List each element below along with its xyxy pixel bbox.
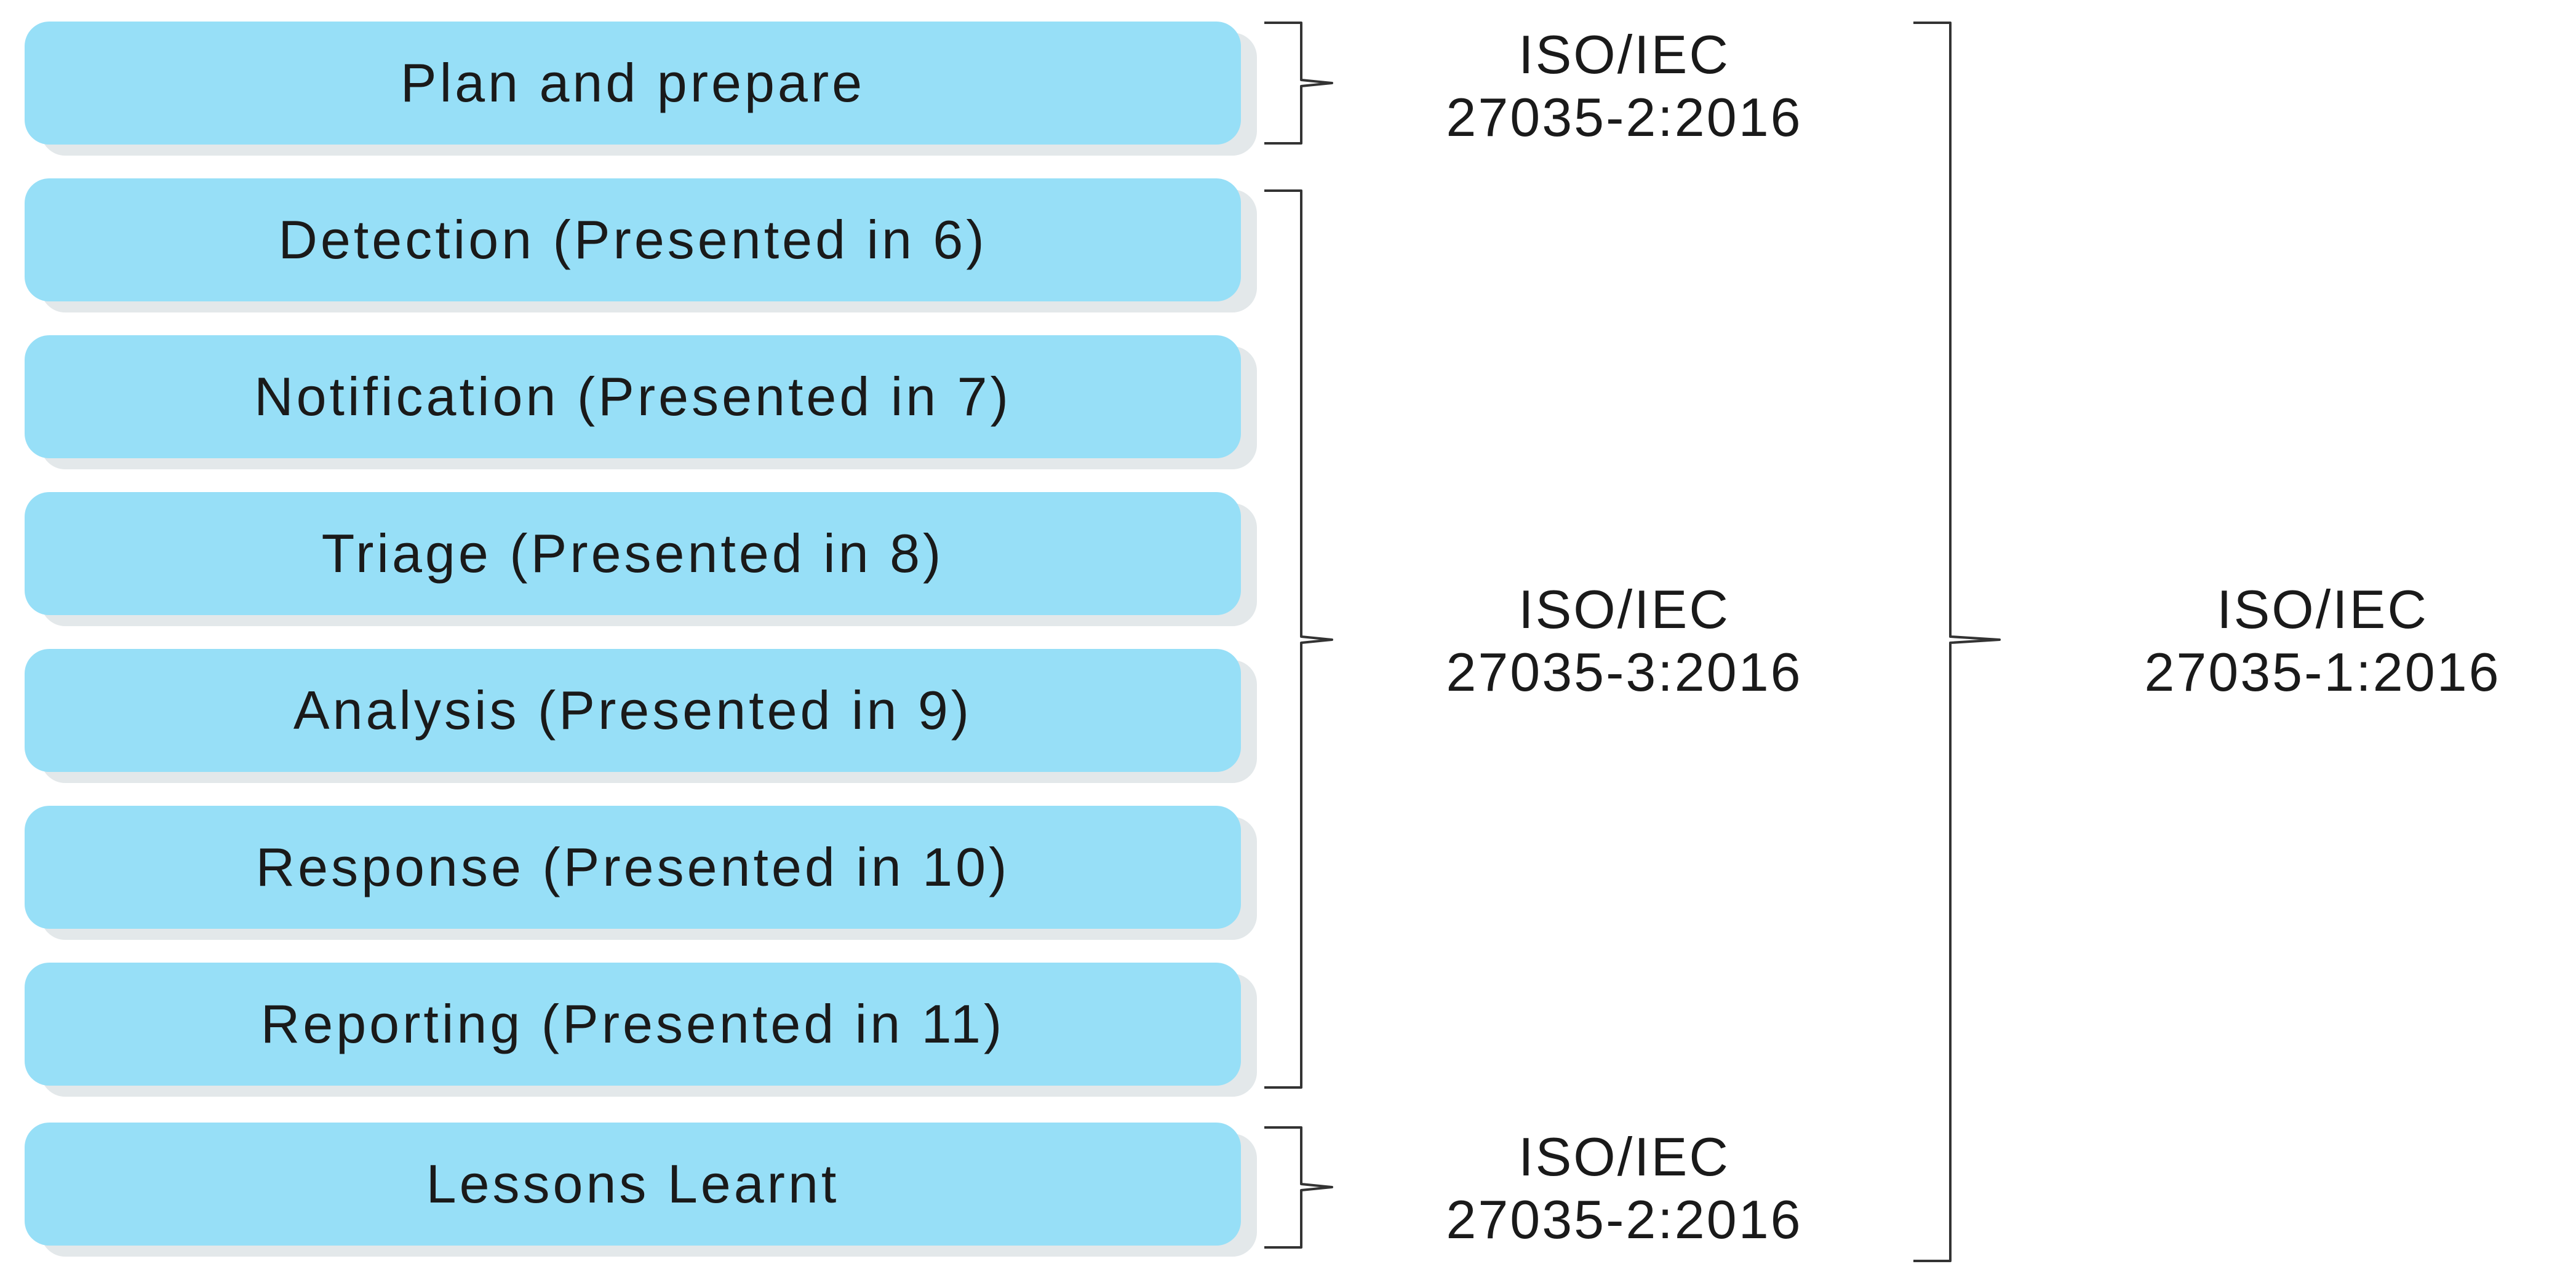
standard-label-middle-line1: ISO/IEC bbox=[1518, 579, 1730, 640]
bracket-plan-and-prepare bbox=[1264, 22, 1333, 145]
phase-triage: Triage (Presented in 8) bbox=[25, 492, 1241, 615]
phase-detection: Detection (Presented in 6) bbox=[25, 178, 1241, 301]
standard-label-overall-line2: 27035-1:2016 bbox=[2144, 642, 2501, 702]
standard-label-bottom: ISO/IEC 27035-2:2016 bbox=[1372, 1126, 1876, 1251]
standard-label-middle-line2: 27035-3:2016 bbox=[1446, 642, 1803, 702]
standard-label-middle: ISO/IEC 27035-3:2016 bbox=[1372, 578, 1876, 704]
phase-lessons-learnt: Lessons Learnt bbox=[25, 1123, 1241, 1246]
standard-label-overall-line1: ISO/IEC bbox=[2217, 579, 2428, 640]
standard-label-bottom-line2: 27035-2:2016 bbox=[1446, 1189, 1803, 1250]
standard-label-top-line1: ISO/IEC bbox=[1518, 24, 1730, 85]
standard-label-top-line2: 27035-2:2016 bbox=[1446, 87, 1803, 148]
bracket-lessons-learnt bbox=[1264, 1126, 1333, 1249]
bracket-all-phases bbox=[1913, 22, 2001, 1262]
standard-label-bottom-line1: ISO/IEC bbox=[1518, 1126, 1730, 1187]
standard-label-top: ISO/IEC 27035-2:2016 bbox=[1372, 23, 1876, 149]
phase-plan-and-prepare: Plan and prepare bbox=[25, 22, 1241, 145]
phase-reporting: Reporting (Presented in 11) bbox=[25, 963, 1241, 1086]
phase-notification: Notification (Presented in 7) bbox=[25, 335, 1241, 458]
standard-label-overall: ISO/IEC 27035-1:2016 bbox=[2070, 578, 2575, 704]
bracket-detection-to-reporting bbox=[1264, 189, 1333, 1089]
phase-response: Response (Presented in 10) bbox=[25, 806, 1241, 929]
phase-analysis: Analysis (Presented in 9) bbox=[25, 649, 1241, 772]
